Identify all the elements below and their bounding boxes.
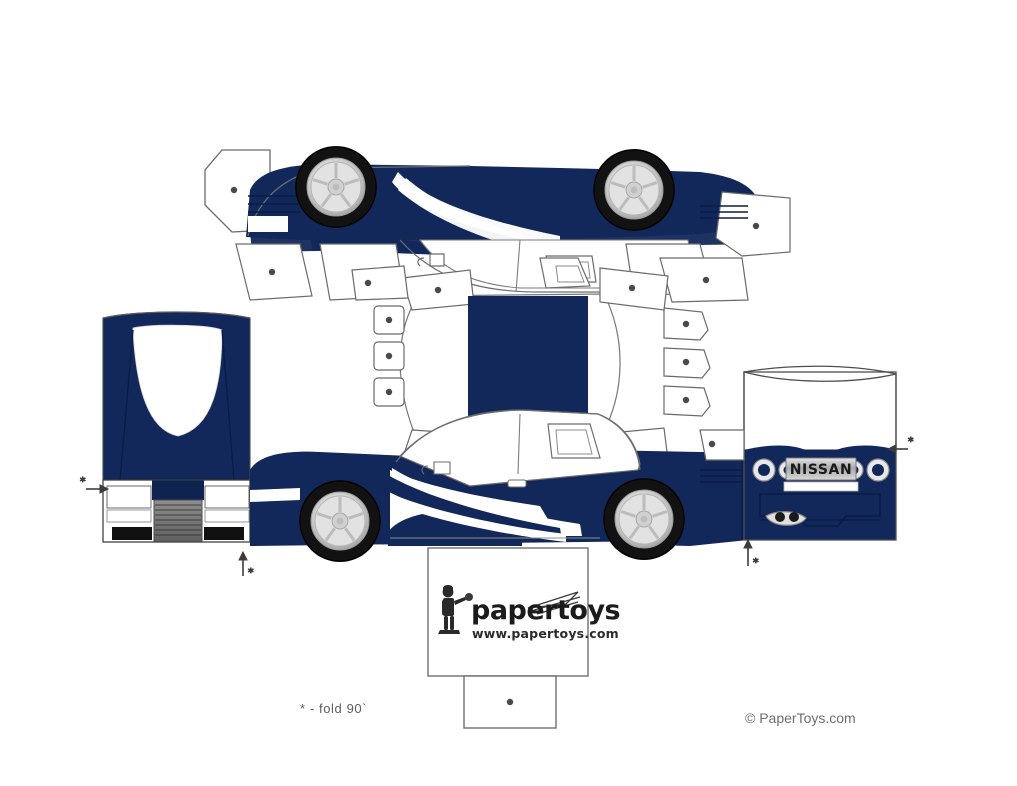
- glue-tab: [235, 243, 313, 301]
- fold-mark-right: *: [886, 435, 915, 454]
- papertoys-logo-url: www.papertoys.com: [472, 626, 619, 641]
- svg-text:*: *: [908, 435, 914, 448]
- part-rear-panel: NISSAN: [699, 365, 897, 541]
- glue-tab: [351, 265, 409, 301]
- glue-tab: [373, 341, 405, 371]
- fold-mark-bottom-right: *: [743, 538, 760, 570]
- glue-tab: [663, 347, 711, 379]
- svg-text:*: *: [80, 475, 86, 488]
- fold-mark-left: *: [80, 475, 110, 494]
- glue-tab: [715, 191, 791, 257]
- logo-mascot-icon: [438, 585, 473, 634]
- wheel-front-top: [293, 144, 379, 230]
- glue-tab: [659, 257, 749, 303]
- svg-text:*: *: [753, 556, 759, 569]
- glue-tab: [663, 307, 709, 341]
- papertoys-logo-name: papertoys: [471, 595, 621, 626]
- part-hood-front-panel: [102, 311, 251, 543]
- fold-mark-bottom-left: *: [238, 550, 255, 580]
- fold-instruction-note: * - fold 90`: [300, 701, 368, 716]
- glue-tab: [663, 385, 711, 417]
- roof-panel: [468, 296, 588, 416]
- part-body-side-main: [250, 409, 754, 676]
- copyright-notice: © PaperToys.com: [745, 710, 856, 726]
- rear-brand-badge: NISSAN: [790, 462, 853, 478]
- glue-tab: [373, 377, 405, 407]
- wheel-front-main: [297, 478, 383, 564]
- glue-tab: [599, 267, 669, 311]
- wheel-rear-top: [591, 147, 677, 233]
- wheel-rear-main: [601, 476, 687, 562]
- logo-paper-plane-icon: [527, 591, 581, 615]
- glue-tab: [373, 305, 405, 335]
- svg-text:*: *: [248, 566, 254, 579]
- part-base-logo-panel: [427, 547, 589, 729]
- fold-marks: * * * *: [80, 435, 915, 580]
